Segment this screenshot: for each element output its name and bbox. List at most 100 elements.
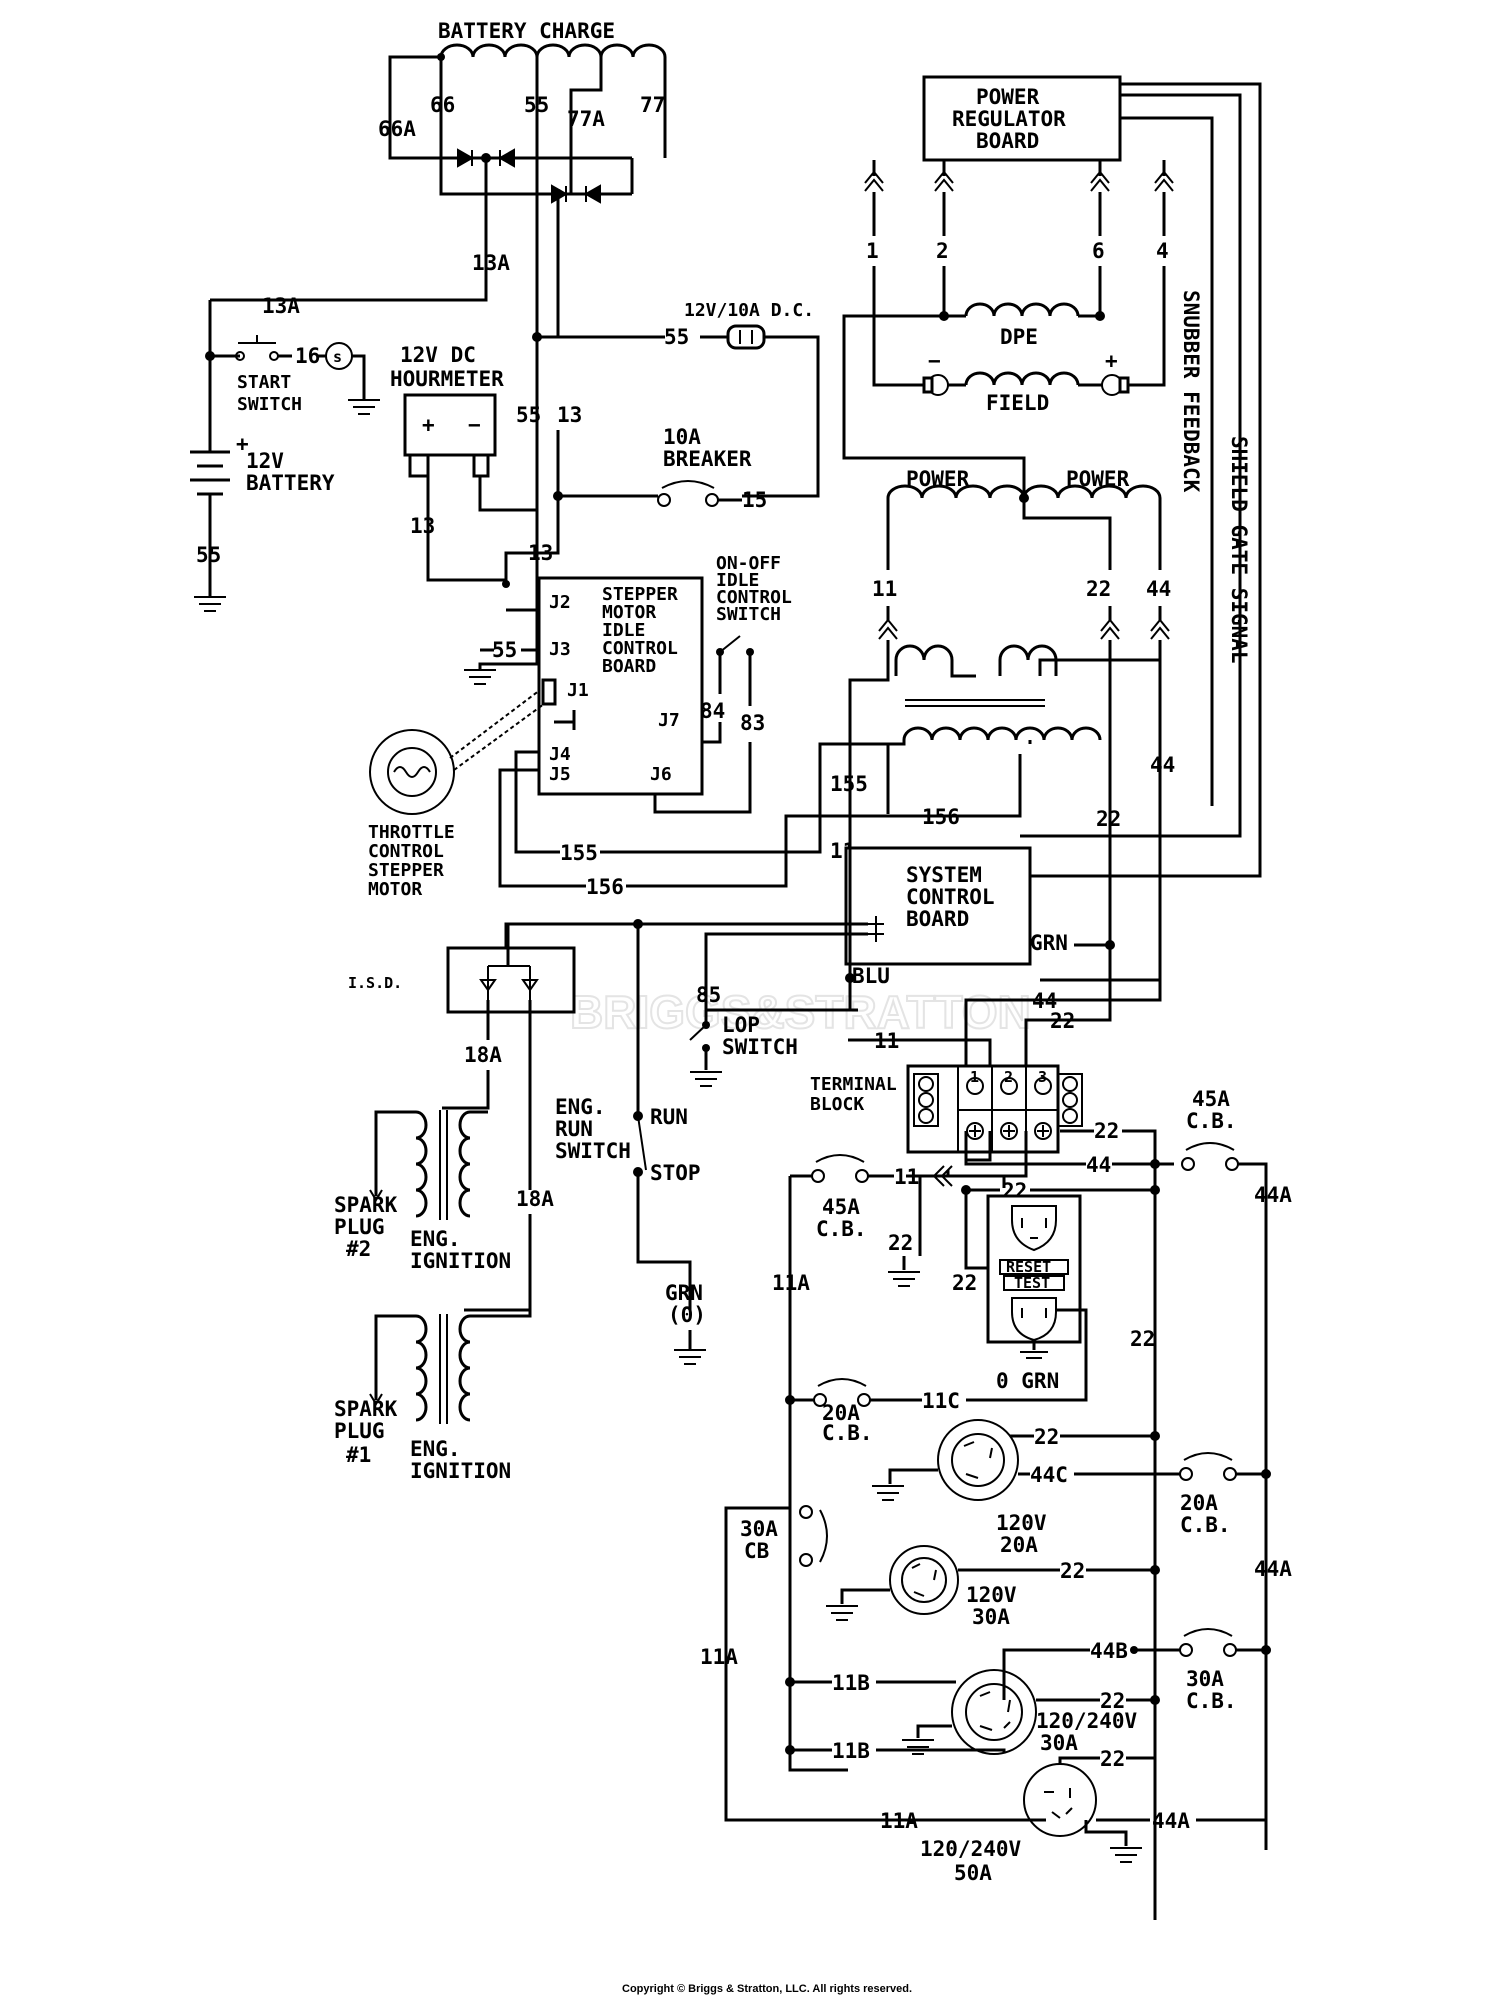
eng-ignition-2-label-1: ENG. [410,1227,461,1251]
wire-22-outlet-1: 22 [1034,1425,1059,1449]
wire-22-scb: 22 [1096,807,1121,831]
wire-22-tb: 22 [1050,1009,1075,1033]
outlet-120v-20a-label-1: 120V [996,1511,1047,1535]
throttle-label-1: THROTTLE [368,822,455,843]
prb-label-3: BOARD [976,129,1039,153]
dpe-label: DPE [1000,325,1038,349]
wire-2: 2 [936,239,949,263]
lop-label-2: SWITCH [722,1035,798,1059]
stepper-label-1: STEPPER [602,584,678,605]
lop-label-1: LOP [722,1013,760,1037]
run-switch-label-1: ENG. [555,1095,606,1119]
wire-156-right: 156 [922,805,960,829]
outlet-120v-30a-label-1: 120V [966,1583,1017,1607]
eng-ignition-1-label-1: ENG. [410,1437,461,1461]
hourmeter-plus: + [422,413,435,437]
cb-45a-right-label-2: C.B. [1186,1109,1237,1133]
wire-22-gfci: 22 [952,1271,977,1295]
stop-label: STOP [650,1161,701,1185]
cb-20a-left-label-1: 20A [822,1401,860,1425]
field-minus: − [928,349,941,373]
prb-label-2: REGULATOR [952,107,1066,131]
branch-circuits: 11A 11C 20A C.B. 22 44C 20A C.B. 120V 20… [700,1271,1292,1885]
wire-11c: 11C [922,1389,960,1413]
outlet-120-240v-30a-label-2: 30A [1040,1731,1078,1755]
cb-30a-left-label-2: CB [744,1539,769,1563]
cb-30a-left-label-1: 30A [740,1517,778,1541]
stepper-label-4: CONTROL [602,638,678,659]
stepper-motor-board: STEPPER MOTOR IDLE CONTROL BOARD J2 J3 J… [368,553,1022,900]
idle-switch-label-2: IDLE [716,570,759,591]
copyright: Copyright © Briggs & Stratton, LLC. All … [622,1983,912,1995]
idle-switch-label-3: CONTROL [716,587,792,608]
dc-protection: 55 12V/10A D.C. 55 13 10A BREAKER 15 13 [478,300,820,670]
throttle-label-4: MOTOR [368,879,422,900]
hourmeter-box [403,393,497,457]
field-plus: + [1105,349,1118,373]
wire-156-left: 156 [586,875,624,899]
eng-ignition-1-label-2: IGNITION [410,1459,511,1483]
system-control-board: SYSTEM CONTROL BOARD BLU GRN [504,846,1162,1022]
cb-20a-right-label-2: C.B. [1180,1513,1231,1537]
prb-label-1: POWER [976,85,1040,109]
isd-label: I.S.D. [348,974,402,992]
scb-label-2: CONTROL [906,885,995,909]
wire-22-outlet-3: 22 [1100,1689,1125,1713]
hourmeter-label-1: 12V DC [400,343,476,367]
cb-20a-left-label-2: C.B. [822,1421,873,1445]
pin-j2: J2 [549,592,571,613]
start-switch-label-2: SWITCH [237,394,302,415]
hourmeter-minus: − [468,413,481,437]
pin-j4: J4 [549,744,571,765]
wire-55-battery: 55 [196,543,221,567]
pin-j1: J1 [567,680,589,701]
wire-13a: 13A [472,251,510,275]
svg-text:s: s [333,348,342,366]
wire-55-j3: 55 [492,638,517,662]
eng-run-switch: RUN ENG. RUN SWITCH STOP GRN (0) [555,1095,707,1365]
wire-22-outlet-2: 22 [1060,1559,1085,1583]
stepper-label-2: MOTOR [602,602,656,623]
wire-11b-2: 11B [832,1739,870,1763]
wire-1: 1 [866,239,879,263]
grn-0-label-2: (0) [668,1303,706,1327]
wire-44-mid: 44 [1086,1153,1111,1177]
tb-2: 2 [1004,1068,1013,1086]
wire-44-tb: 44 [1032,989,1057,1013]
wire-22-top: 22 [1086,577,1111,601]
pin-j7: J7 [658,710,680,731]
wire-13-hourmeter: 13 [410,514,435,538]
stepper-board-box [537,576,704,796]
idle-switch-label-1: ON-OFF [716,553,781,574]
wire-66a: 66A [378,117,416,141]
stepper-label-5: BOARD [602,656,656,677]
wire-44-top: 44 [1146,577,1171,601]
battery-charge-label: BATTERY CHARGE [438,19,615,43]
isd-lop: I.S.D. 85 LOP SWITCH 18A 18A [348,919,798,1312]
wire-85: 85 [696,983,721,1007]
wire-18a-1: 18A [464,1043,502,1067]
vertical-labels: SNUBBER FEEDBACK SHIELD GATE SIGNAL [1179,290,1251,664]
tb-label-2: BLOCK [810,1094,864,1115]
main-breakers: 45A C.B. 44A 11 45A C.B. 22 22 22 RESET … [788,1087,1292,1850]
pin-j5: J5 [549,764,571,785]
zero-grn-label: 0 GRN [996,1369,1059,1393]
tb-3: 3 [1038,1068,1047,1086]
run-switch-label-3: SWITCH [555,1139,631,1163]
wire-44a-2: 44A [1254,1557,1292,1581]
wire-66: 66 [430,93,455,117]
breaker-10a-label-2: BREAKER [663,447,752,471]
wire-22-outlet-4: 22 [1100,1747,1125,1771]
hourmeter-label-2: HOURMETER [390,367,504,391]
power-regulator: POWER REGULATOR BOARD 1 2 6 4 DPE − + FI… [842,75,1262,878]
wire-44b: 44B [1090,1639,1128,1663]
wire-22-bus: 22 [1130,1327,1155,1351]
wire-44a-1: 44A [1254,1183,1292,1207]
throttle-label-3: STEPPER [368,860,444,881]
ignition: SPARK PLUG #2 ENG. IGNITION SPARK PLUG #… [334,1110,532,1483]
tb-label-1: TERMINAL [810,1074,897,1095]
scb-box [844,846,1032,966]
wire-16: 16 [295,344,320,368]
wire-11a-2: 11A [700,1645,738,1669]
